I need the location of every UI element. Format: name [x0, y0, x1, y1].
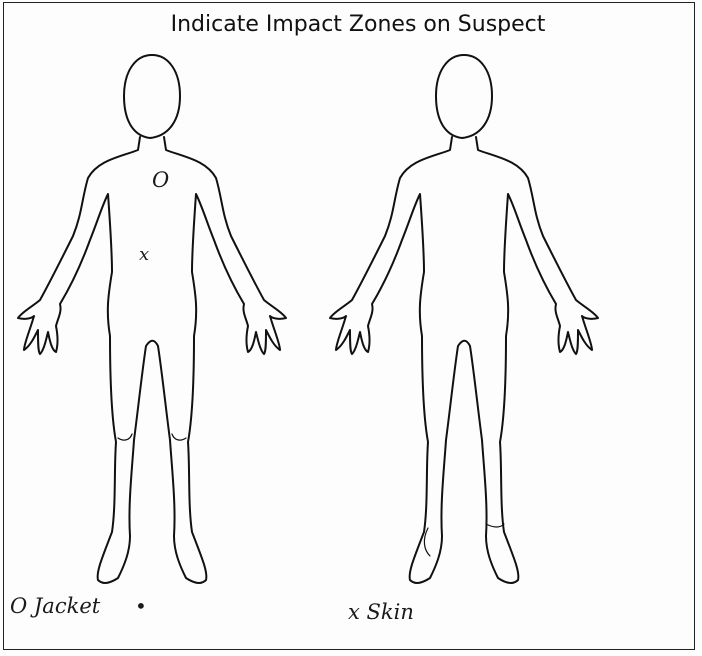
stray-dot: •: [135, 594, 147, 618]
legend-jacket: O Jacket: [10, 594, 100, 618]
chest-impact-mark: O: [152, 168, 169, 192]
abdomen-impact-mark: x: [139, 244, 149, 265]
legend-skin: x Skin: [348, 600, 414, 624]
front-body-outline: [18, 55, 286, 583]
back-body-outline: [330, 55, 598, 583]
